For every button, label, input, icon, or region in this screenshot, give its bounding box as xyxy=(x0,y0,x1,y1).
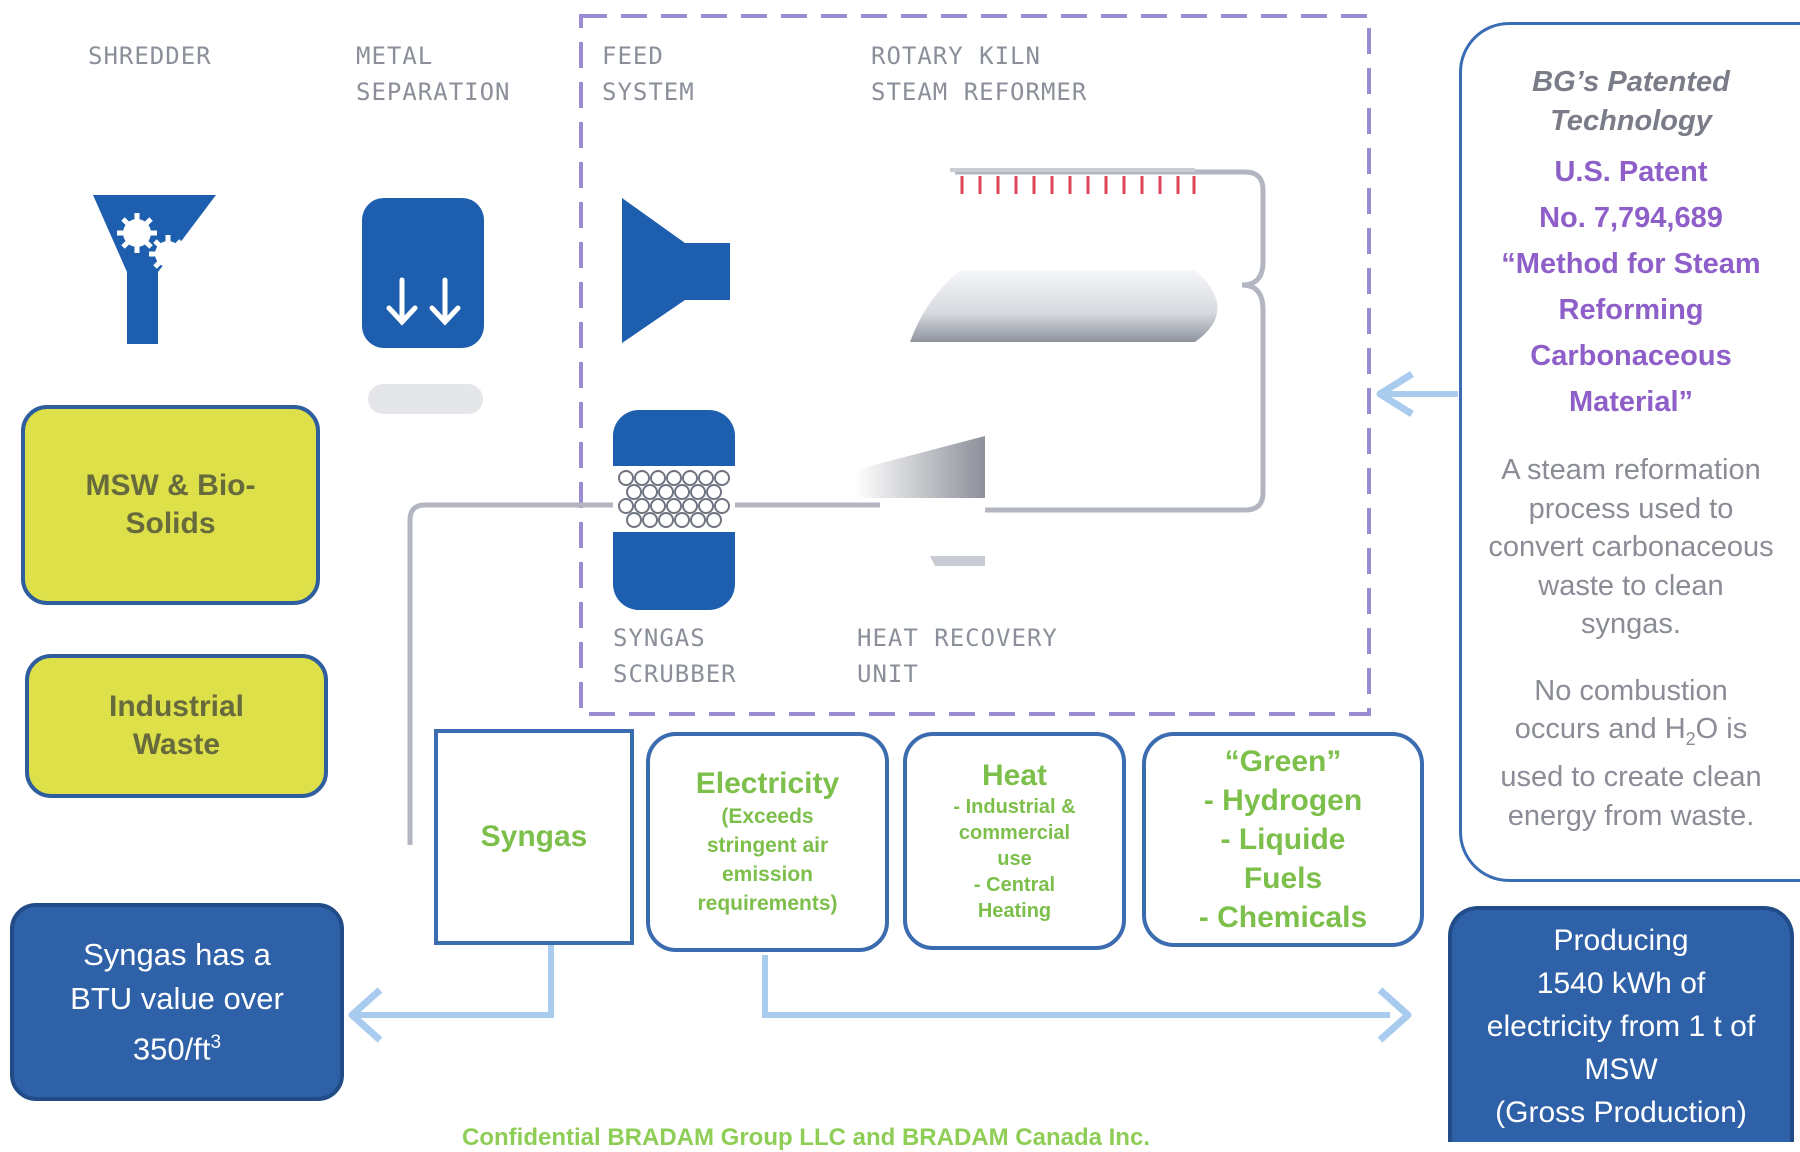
heat-exchanger-icon xyxy=(855,436,985,566)
input-industrial-waste-box: Industrial Waste xyxy=(25,654,328,798)
patent-body-line-8: used to create clean xyxy=(1500,761,1762,794)
output-heat-sub: - Industrial & commercial use - Central … xyxy=(953,796,1076,922)
patent-line-2: No. 7,794,689 xyxy=(1539,202,1723,234)
patent-title-line-1: BG’s Patented xyxy=(1532,66,1730,98)
producing-line-5: (Gross Production) xyxy=(1495,1095,1747,1129)
output-syngas-label: Syngas xyxy=(480,820,588,853)
input-msw-box: MSW & Bio- Solids xyxy=(21,405,320,605)
patent-body-line-9: energy from waste. xyxy=(1507,799,1755,832)
output-green-line-5: - Chemicals xyxy=(1198,901,1368,934)
output-electricity-box: Electricity (Exceeds stringent air emiss… xyxy=(646,732,889,952)
kiln-icon xyxy=(910,168,1218,342)
syngas-btu-line-3: 350/ft3 xyxy=(132,1031,222,1067)
output-green-line-1: “Green” xyxy=(1224,745,1342,778)
patent-title-line-2: Technology xyxy=(1550,105,1712,137)
output-green-line-3: - Liquide xyxy=(1220,823,1346,856)
output-electricity-title: Electricity xyxy=(695,767,840,800)
producing-line-1: Producing xyxy=(1553,923,1689,957)
scrubber-icon xyxy=(613,410,735,610)
syngas-btu-line-1: Syngas has a xyxy=(83,936,271,972)
patent-body-line-1: A steam reformation xyxy=(1501,454,1761,486)
patent-body-line-4: waste to clean xyxy=(1538,569,1724,602)
patent-panel: BG’s Patented Technology U.S. Patent No.… xyxy=(1459,22,1800,882)
output-electricity-sub: (Exceeds stringent air emission requirem… xyxy=(697,805,838,915)
gas-flow-lines xyxy=(407,169,1266,845)
left-arrowhead-icon xyxy=(348,987,383,1043)
stage-label-heat-recovery: HEAT RECOVERY UNIT xyxy=(857,624,1058,688)
producing-electricity-box: Producing 1540 kWh of electricity from 1… xyxy=(1448,906,1794,1142)
stage-label-feed-system: FEED SYSTEM xyxy=(602,42,695,106)
output-arrows xyxy=(355,391,1458,1018)
stage-label-syngas-scrubber: SYNGAS SCRUBBER xyxy=(613,624,737,688)
confidential-footer: Confidential BRADAM Group LLC and BRADAM… xyxy=(462,1124,1150,1151)
patent-line-1: U.S. Patent xyxy=(1554,156,1708,188)
patent-body-line-2: process used to xyxy=(1528,492,1734,525)
patent-line-3: “Method for Steam xyxy=(1501,248,1761,280)
patent-body-line-3: convert carbonaceous xyxy=(1488,531,1774,563)
right-arrowhead-icon xyxy=(1377,987,1412,1043)
patent-body-line-7: occurs and H2O is xyxy=(1514,713,1748,749)
stage-label-metal-separation: METAL SEPARATION xyxy=(356,42,511,106)
patent-arrowhead-icon xyxy=(1376,371,1414,417)
stage-label-shredder: SHREDDER xyxy=(88,42,212,70)
syngas-btu-box: Syngas has a BTU value over 350/ft3 xyxy=(10,903,344,1101)
stage-label-rotary-kiln: ROTARY KILN STEAM REFORMER xyxy=(871,42,1088,106)
patent-line-6: Material” xyxy=(1568,386,1694,418)
output-green-line-2: - Hydrogen xyxy=(1203,784,1363,817)
producing-line-4: MSW xyxy=(1584,1052,1658,1086)
output-heat-title: Heat xyxy=(981,759,1048,792)
syngas-btu-line-2: BTU value over xyxy=(70,980,284,1016)
output-syngas-box: Syngas xyxy=(434,729,634,945)
cone-icon xyxy=(622,198,730,343)
funnel-gears-icon xyxy=(93,195,216,344)
producing-line-2: 1540 kWh of xyxy=(1536,966,1706,1000)
output-heat-box: Heat - Industrial & commercial use - Cen… xyxy=(903,732,1126,950)
output-green-box: “Green” - Hydrogen - Liquide Fuels - Che… xyxy=(1142,732,1424,947)
patent-line-4: Reforming xyxy=(1558,294,1704,326)
down-arrows-icon xyxy=(362,198,484,414)
process-boundary xyxy=(579,14,1371,716)
patent-body-line-5: syngas. xyxy=(1581,608,1681,640)
output-green-line-4: Fuels xyxy=(1243,862,1323,895)
patent-body-line-6: No combustion xyxy=(1534,674,1728,707)
patent-line-5: Carbonaceous xyxy=(1530,340,1732,372)
producing-line-3: electricity from 1 t of xyxy=(1486,1009,1756,1043)
